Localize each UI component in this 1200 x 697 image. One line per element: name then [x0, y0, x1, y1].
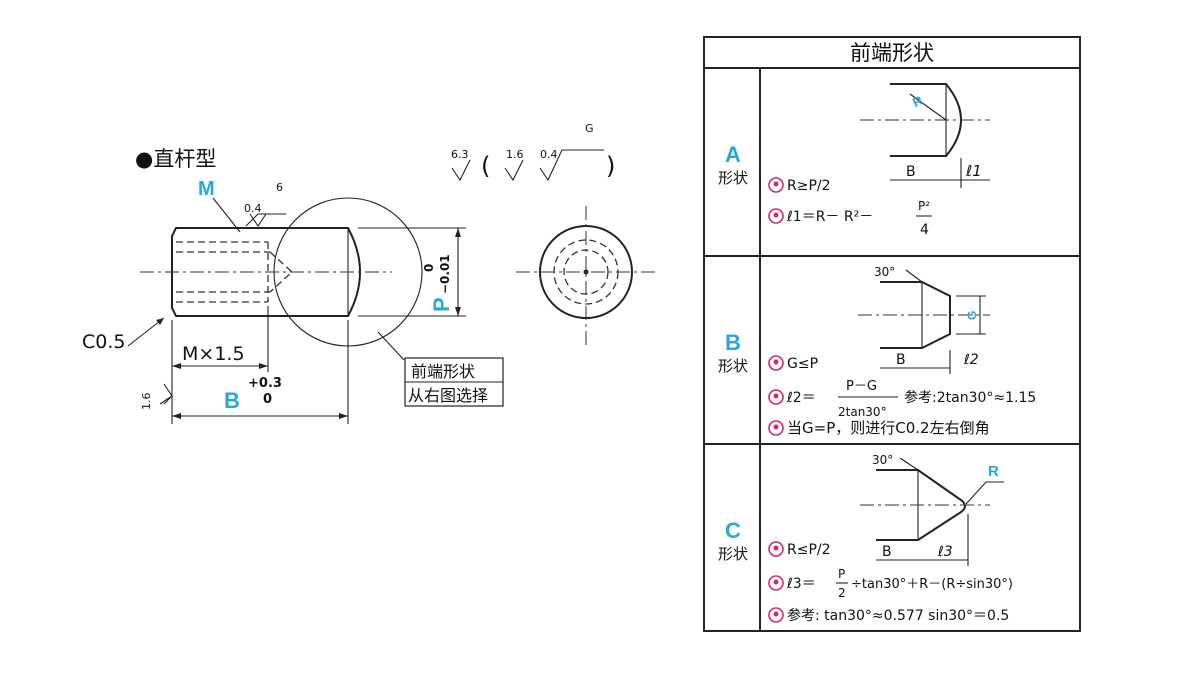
- row-b-formula-ref: 参考:2tan30°≈1.15: [904, 389, 1036, 406]
- surface-value-63: 6.3: [451, 148, 469, 161]
- row-c-formula-2-rest: ÷tan30°＋R－(R÷sin30°): [851, 577, 1013, 592]
- row-b-formula-1: G≤P: [787, 356, 818, 372]
- row-c-formula-1: R≤P/2: [787, 542, 831, 558]
- row-c-shape-label: 形状: [718, 545, 748, 563]
- tip-note-line-2: 从右图选择: [408, 386, 488, 405]
- roughness-symbol: [245, 213, 286, 227]
- row-b-g-label: G: [965, 311, 979, 320]
- straight-pin-drawing: ●直杆型 M 0.4 6 C0.5 M×1.5 B +0.3 0 1.6: [82, 147, 504, 424]
- row-a-radius-line: [909, 93, 947, 121]
- row-b-angle-label: 30°: [874, 265, 895, 279]
- row-b-formula-2-den: 2tan30°: [838, 405, 887, 419]
- row-a-l-label: ℓ1: [965, 162, 982, 180]
- row-a-tip-outline: [890, 83, 962, 157]
- surface-symbol-1: [451, 159, 471, 182]
- row-a-shape-label: 形状: [718, 169, 748, 187]
- thread-m-label: M: [198, 178, 215, 200]
- length-b-label: B: [224, 388, 240, 413]
- surface-symbol-2: [504, 159, 524, 182]
- p-tol-lower: −0.01: [438, 254, 452, 294]
- chamfer-arrow: [156, 318, 164, 325]
- paren-open: (: [481, 152, 490, 180]
- m-leader-line: [212, 197, 241, 233]
- row-b-note-icon-2-dot: [773, 393, 779, 399]
- tip-note-line-1: 前端形状: [411, 362, 475, 381]
- surface-symbol-3: [539, 149, 604, 182]
- row-c-formula-2-num: P: [838, 567, 845, 581]
- roughness-value-04: 0.4: [244, 202, 262, 215]
- table-header: 前端形状: [850, 41, 934, 65]
- p-tol-upper: 0: [422, 264, 436, 272]
- row-b-letter: B: [725, 330, 741, 355]
- row-b-formula-2: ℓ2＝: [786, 390, 816, 406]
- row-c-formula-3: 参考: tan30°≈0.577 sin30°＝0.5: [787, 607, 1009, 624]
- row-b-formula-2-num: P－G: [846, 379, 877, 394]
- row-c-note-icon-2-dot: [773, 579, 779, 585]
- row-b-note-icon-3-dot: [773, 424, 779, 430]
- surface-value-04: 0.4: [540, 148, 558, 161]
- surface-value-g: G: [585, 122, 594, 135]
- row-b-angle-leader: [905, 269, 923, 283]
- row-b-shape-label: 形状: [718, 357, 748, 375]
- row-a-note-icon-1-dot: [773, 181, 779, 187]
- row-c-tip-outline: [876, 469, 966, 541]
- thread-dim-label: M×1.5: [182, 343, 245, 365]
- row-b-b-label: B: [896, 352, 906, 368]
- chamfer-leader: [127, 317, 165, 347]
- b-tol-lower: 0: [263, 392, 272, 407]
- chamfer-label: C0.5: [82, 331, 125, 353]
- row-c-formula-2: ℓ3＝: [786, 576, 816, 592]
- row-c-b-label: B: [882, 544, 892, 560]
- diameter-p-label: P: [429, 297, 454, 312]
- row-c-formula-2-den: 2: [838, 586, 846, 600]
- row-b-l-label: ℓ2: [963, 352, 979, 368]
- row-a-formula-1: R≥P/2: [787, 178, 831, 194]
- row-a-formula-2-den: 4: [920, 222, 929, 238]
- roughness-value-6: 6: [276, 181, 283, 194]
- row-a-note-icon-2-dot: [773, 212, 779, 218]
- row-b-tip-outline: [880, 281, 951, 349]
- thread-hidden-lines: [176, 241, 270, 303]
- row-c-r-leader: [965, 481, 1004, 505]
- paren-close: ): [606, 152, 615, 180]
- row-c-letter: C: [725, 518, 741, 543]
- row-a-b-label: B: [906, 164, 916, 180]
- end-view-drawing: [516, 206, 656, 348]
- roughness-value-16: 1.6: [140, 393, 153, 411]
- surface-finish-note: 6.3 ( 1.6 0.4 G ): [451, 122, 615, 182]
- variant-title: ●直杆型: [135, 147, 216, 171]
- row-a-letter: A: [725, 142, 741, 167]
- surface-value-16: 1.6: [506, 148, 524, 161]
- row-c-angle-leader: [899, 457, 919, 471]
- row-c-note-icon-1-dot: [773, 545, 779, 551]
- row-a-formula-2-num: P²: [918, 199, 930, 213]
- row-c-angle-label: 30°: [872, 453, 893, 467]
- thread-hole-hidden: [267, 242, 293, 302]
- roughness-symbol-b: [159, 383, 173, 405]
- row-a-r-label: R: [910, 92, 925, 110]
- row-c-note-icon-3-dot: [773, 611, 779, 617]
- b-tol-upper: +0.3: [248, 376, 282, 391]
- row-b-note-icon-1-dot: [773, 359, 779, 365]
- row-c-l-label: ℓ3: [937, 544, 953, 560]
- p-dim-arrows: [455, 228, 461, 316]
- tip-note-leader: [377, 331, 405, 361]
- row-a-formula-2: ℓ1＝R－ R²－: [786, 209, 873, 225]
- table-border: [703, 36, 1081, 632]
- row-b-formula-3: 当G=P，则进行C0.2左右倒角: [787, 419, 990, 437]
- tip-shape-table: 前端形状 A 形状 R B ℓ1 R≥P/2 ℓ1＝R－ R²－ P² 4 B …: [703, 36, 1081, 632]
- row-c-r-label: R: [988, 463, 999, 480]
